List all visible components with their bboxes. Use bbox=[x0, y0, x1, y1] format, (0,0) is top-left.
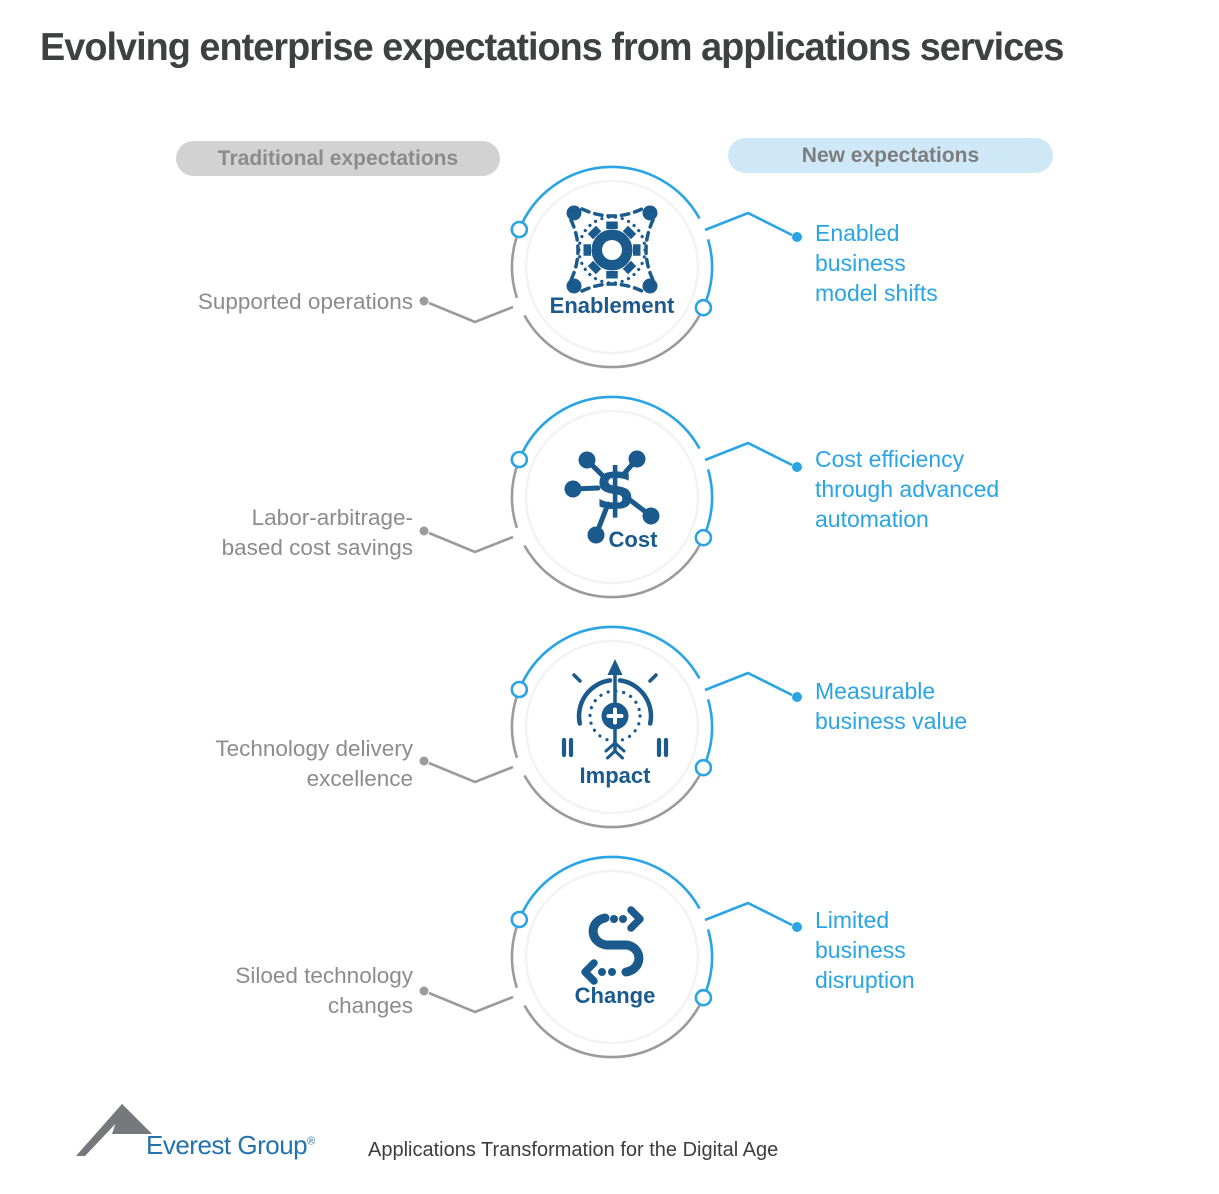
connector-dot-left bbox=[419, 526, 429, 536]
left-node-circle bbox=[510, 910, 529, 929]
label-line: disruption bbox=[815, 967, 915, 993]
label-line: business bbox=[815, 937, 906, 963]
dollar-network-icon: $ bbox=[564, 450, 660, 544]
left-node-circle bbox=[510, 450, 529, 469]
label-line: automation bbox=[815, 506, 929, 532]
brand-text: Everest Group bbox=[146, 1130, 308, 1160]
enablement-circle bbox=[419, 165, 802, 369]
inner-faint-ring bbox=[524, 179, 700, 355]
label-line: business value bbox=[815, 708, 968, 734]
connector-dot-right bbox=[792, 692, 802, 702]
gear-network-icon bbox=[566, 205, 658, 294]
traditional-label-row4: Siloed technology changes bbox=[235, 961, 413, 1021]
cost-circle: $ bbox=[419, 395, 802, 599]
everest-group-wordmark: Everest Group® bbox=[146, 1130, 315, 1161]
blue-arc bbox=[520, 855, 701, 914]
connector-line-right bbox=[704, 211, 793, 237]
inner-faint-ring bbox=[524, 639, 700, 815]
gauge-arrow-icon bbox=[561, 659, 669, 760]
blue-arc bbox=[705, 469, 714, 531]
label-line: based cost savings bbox=[221, 535, 413, 560]
connector-line-left bbox=[428, 761, 514, 784]
label-line: through advanced bbox=[815, 476, 1000, 502]
circle-label-change: Change bbox=[574, 983, 656, 1008]
new-label-row1: Enabled business model shifts bbox=[815, 218, 938, 308]
right-node-circle bbox=[694, 988, 713, 1007]
traditional-label-row2: Labor-arbitrage- based cost savings bbox=[222, 503, 413, 563]
connector-dot-left bbox=[419, 986, 429, 996]
blue-arc bbox=[520, 395, 701, 454]
gray-arc bbox=[523, 1004, 701, 1059]
label-line: changes bbox=[327, 993, 413, 1018]
registered-mark: ® bbox=[307, 1135, 315, 1148]
gray-arc bbox=[510, 237, 519, 299]
gray-arc bbox=[523, 544, 701, 599]
circle-label-cost: Cost bbox=[608, 527, 658, 552]
circle-label-enablement: Enablement bbox=[549, 293, 675, 318]
change-circle bbox=[419, 855, 802, 1059]
label-line: Enabled bbox=[815, 220, 900, 246]
connector-line-right bbox=[704, 441, 793, 467]
connector-line-left bbox=[428, 301, 514, 324]
blue-arc bbox=[705, 699, 714, 761]
right-node-circle bbox=[694, 758, 713, 777]
everest-group-logo-mark bbox=[76, 1104, 152, 1156]
circle-label-impact: Impact bbox=[579, 763, 651, 788]
new-label-row2: Cost efficiency through advanced automat… bbox=[815, 444, 999, 534]
blue-arc bbox=[520, 625, 701, 684]
connector-line-right bbox=[704, 671, 793, 697]
left-node-circle bbox=[510, 220, 529, 239]
right-node-circle bbox=[694, 528, 713, 547]
traditional-label-row3: Technology delivery excellence bbox=[215, 734, 413, 794]
label-line: business bbox=[815, 250, 906, 276]
new-label-row4: Limited business disruption bbox=[815, 905, 915, 995]
new-label-row3: Measurable business value bbox=[815, 676, 967, 736]
label-line: Technology delivery bbox=[215, 736, 413, 761]
gray-arc bbox=[510, 697, 519, 759]
label-line: model shifts bbox=[815, 280, 938, 306]
blue-arc bbox=[520, 165, 701, 224]
dollar-glyph: $ bbox=[595, 455, 635, 523]
label-line: Labor-arbitrage- bbox=[251, 505, 413, 530]
connector-dot-right bbox=[792, 462, 802, 472]
blue-arc bbox=[705, 239, 714, 301]
page-title: Evolving enterprise expectations from ap… bbox=[40, 26, 1064, 69]
footer-tagline: Applications Transformation for the Digi… bbox=[368, 1139, 779, 1161]
gray-arc bbox=[510, 467, 519, 529]
gray-arc bbox=[523, 774, 701, 829]
gray-arc bbox=[523, 314, 701, 369]
label-line: excellence bbox=[306, 766, 413, 791]
label-line: Measurable bbox=[815, 678, 936, 704]
connector-dot-left bbox=[419, 296, 429, 306]
label-line: Limited bbox=[815, 907, 890, 933]
right-node-circle bbox=[694, 298, 713, 317]
new-expectations-label: New expectations bbox=[801, 143, 980, 167]
connector-dot-right bbox=[792, 232, 802, 242]
inner-faint-ring bbox=[524, 869, 700, 1045]
gray-arc bbox=[510, 927, 519, 989]
s-curve-arrows-icon bbox=[581, 906, 644, 985]
connector-line-right bbox=[704, 901, 793, 927]
connector-dot-right bbox=[792, 922, 802, 932]
impact-circle bbox=[419, 625, 802, 829]
label-line: Siloed technology bbox=[235, 963, 413, 988]
connector-dot-left bbox=[419, 756, 429, 766]
connector-line-left bbox=[428, 991, 514, 1014]
traditional-expectations-pill: Traditional expectations bbox=[176, 141, 500, 176]
label-line: Cost efficiency bbox=[815, 446, 965, 472]
blue-arc bbox=[705, 929, 714, 991]
traditional-label-row1: Supported operations bbox=[198, 287, 413, 317]
new-expectations-pill: New expectations bbox=[728, 138, 1053, 173]
connector-line-left bbox=[428, 531, 514, 554]
label-line: Supported operations bbox=[197, 289, 413, 314]
inner-faint-ring bbox=[524, 409, 700, 585]
left-node-circle bbox=[510, 680, 529, 699]
traditional-expectations-label: Traditional expectations bbox=[217, 146, 459, 170]
